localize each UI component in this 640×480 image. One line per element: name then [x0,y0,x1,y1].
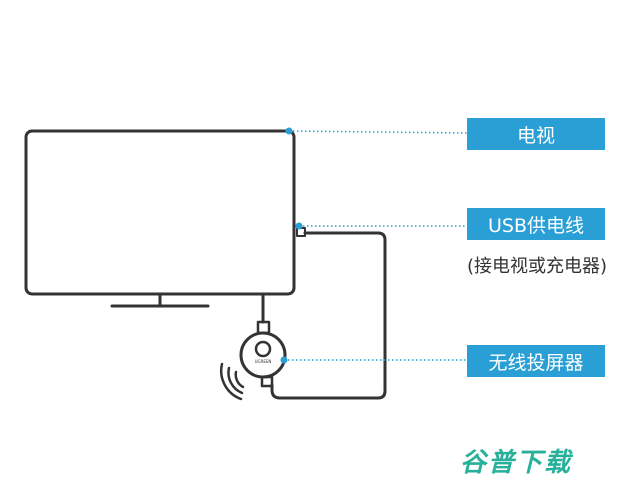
tv-screen [24,129,296,296]
label-dongle: 无线投屏器 [467,345,605,377]
dongle-top-connector [256,320,271,335]
dongle-bottom-connector [260,375,274,388]
label-tv: 电视 [467,118,605,150]
usb-marker-dot [295,222,303,230]
dongle-marker-dot [280,356,288,364]
tv-marker-dot [285,127,293,135]
usb-note: (接电视或充电器) [466,256,608,277]
label-usb-cable: USB供电线 [467,208,605,240]
tv-leader-line [288,130,468,134]
usb-cable [270,231,387,400]
wireless-signal-icon [220,362,245,401]
watermark: 谷普下载 [460,448,573,478]
dongle-brand: UGREEN [255,359,272,364]
dongle-button [254,340,272,358]
